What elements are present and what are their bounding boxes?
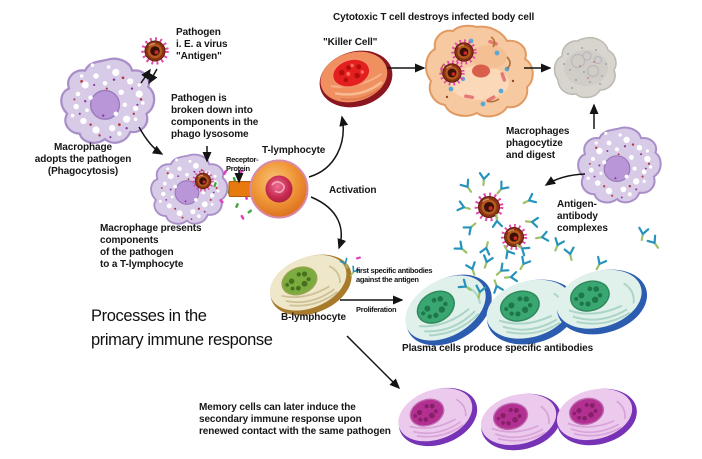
label-plasma-cells: Plasma cells produce specific antibodies	[402, 343, 594, 354]
label-macrophages-phagocytize: Macrophages phagocytize and digest	[506, 126, 570, 161]
label-memory-cells: Memory cells can later induce the second…	[199, 402, 391, 437]
label-activation: Activation	[329, 185, 377, 196]
label-first-antibodies: first specific antibodies against the an…	[356, 266, 433, 285]
arrow-activation	[310, 196, 347, 250]
virus-particle	[503, 226, 525, 248]
arrow-to-macrophage	[148, 68, 158, 85]
macrophage-presenting-cell	[150, 153, 229, 225]
arrow-to-memory-cells	[346, 335, 401, 390]
killer-cell	[319, 50, 393, 108]
label-b-lymphocyte: B-lymphocyte	[281, 312, 346, 323]
macrophage-digesting-cell	[577, 126, 662, 204]
dying-cell	[553, 36, 617, 99]
memory-cell	[550, 379, 644, 454]
memory-cell	[474, 384, 568, 459]
label-proliferation: Proliferation	[356, 305, 397, 314]
label-t-lymphocyte: T-lymphocyte	[262, 145, 326, 156]
label-killer-cell: "Killer Cell"	[323, 37, 378, 48]
diagram-title: Processes in the primary immune response	[91, 307, 273, 349]
antigen-antibody-complex-cluster	[453, 172, 550, 260]
flow-arrows	[138, 63, 599, 390]
arrow-tcell-to-killer	[308, 115, 349, 178]
label-macrophage-adopts: Macrophage adopts the pathogen (Phagocyt…	[34, 142, 132, 177]
label-cytotoxic-header: Cytotoxic T cell destroys infected body …	[333, 12, 535, 23]
label-macrophage-presents: Macrophage presents components of the pa…	[100, 223, 202, 270]
plasma-cell	[548, 258, 656, 346]
label-antigen-antibody-complexes: Antigen- antibody complexes	[557, 199, 608, 234]
arrow-to-pathogen	[140, 68, 151, 84]
label-receptor-protein: Receptor- Protein	[226, 155, 259, 174]
memory-cell	[389, 376, 487, 458]
arrow-to-complexes	[544, 173, 586, 186]
t-lymphocyte-cell	[228, 159, 309, 219]
label-pathogen-breakdown: Pathogen is broken down into components …	[171, 93, 259, 140]
antigen-fragment	[356, 256, 361, 260]
arrow-macrophage-to-presenting	[138, 126, 164, 155]
pathogen-virus-particle	[144, 40, 167, 63]
infected-body-cell	[425, 24, 534, 118]
label-pathogen-virus: Pathogen i. E. a virus "Antigen"	[176, 27, 228, 62]
